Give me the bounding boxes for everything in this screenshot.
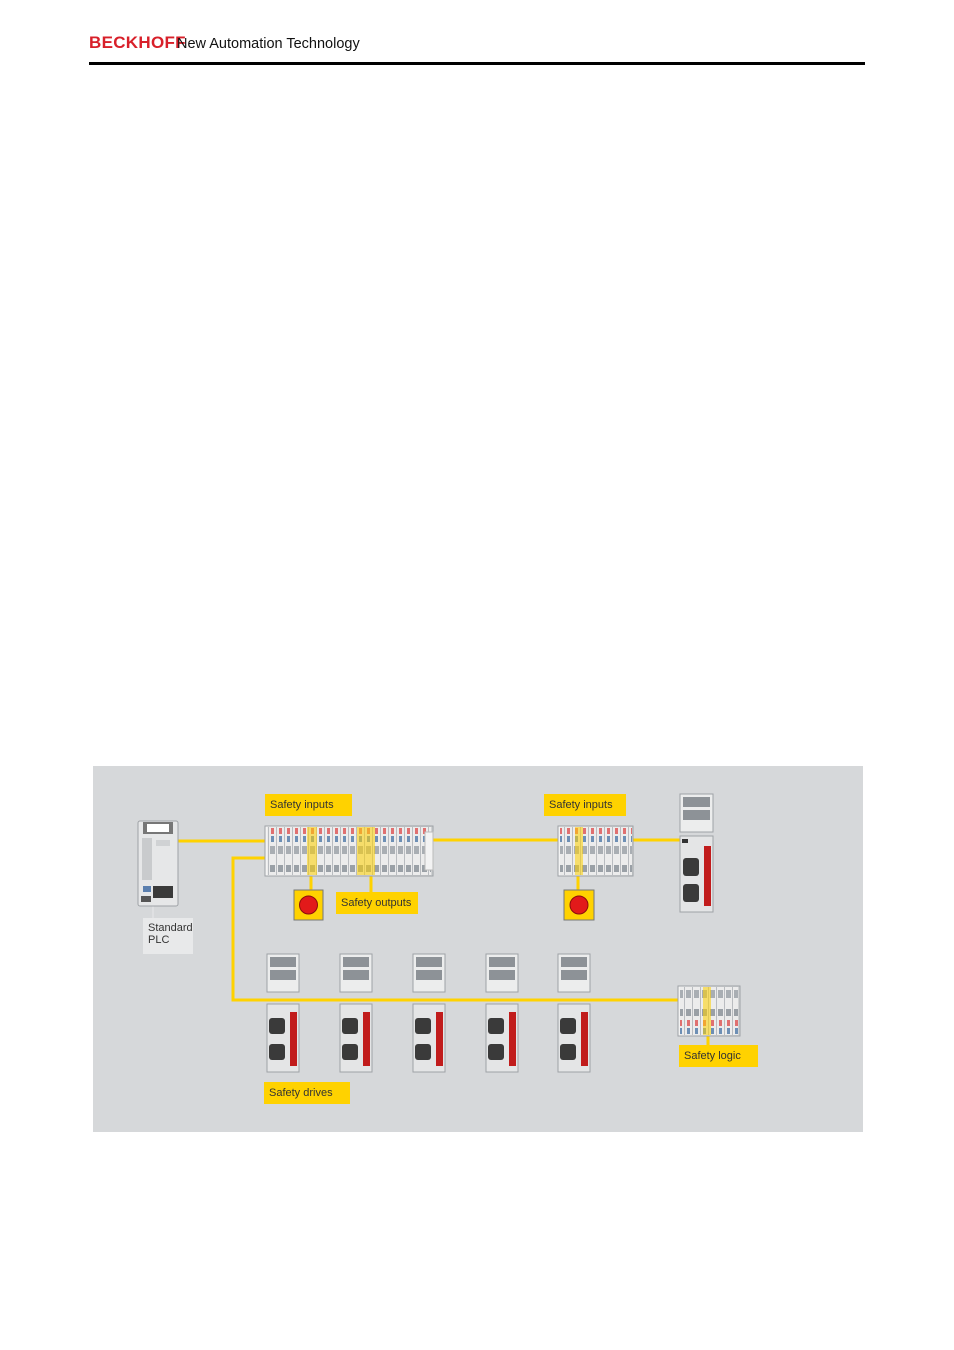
emergency-stop-icon-2 [563, 889, 595, 921]
brand-logo: BECKHOFF [89, 33, 186, 52]
safety-network-diagram: Safety inputs Safety inputs Safety outpu… [93, 766, 863, 1132]
servo-drive-icon-4 [485, 953, 519, 1073]
standard-plc-icon [137, 820, 179, 907]
io-terminal-strip-2 [557, 825, 634, 877]
emergency-stop-icon-1 [293, 889, 324, 921]
network-svg [137, 793, 741, 1073]
page-header: BECKHOFF New Automation Technology [89, 32, 865, 66]
safety-logic-terminal-icon [677, 985, 741, 1037]
servo-drive-icon-2 [339, 953, 373, 1073]
servo-drive-icon-top [679, 793, 714, 913]
label-standard-plc: Standard PLC [143, 918, 193, 954]
servo-drive-icon-1 [266, 953, 300, 1073]
label-safety-outputs: Safety outputs [336, 892, 418, 914]
label-standard-plc-text: Standard PLC [148, 922, 193, 946]
label-safety-inputs-2: Safety inputs [544, 794, 626, 816]
safety-drives-row [266, 953, 591, 1073]
header-divider [89, 62, 865, 65]
label-safety-drives: Safety drives [264, 1082, 350, 1104]
label-safety-logic: Safety logic [679, 1045, 758, 1067]
io-terminal-strip-1 [264, 825, 434, 877]
servo-drive-icon-3 [412, 953, 446, 1073]
label-safety-inputs-1: Safety inputs [265, 794, 352, 816]
servo-drive-icon-5 [557, 953, 591, 1073]
brand-tagline: New Automation Technology [177, 36, 360, 52]
